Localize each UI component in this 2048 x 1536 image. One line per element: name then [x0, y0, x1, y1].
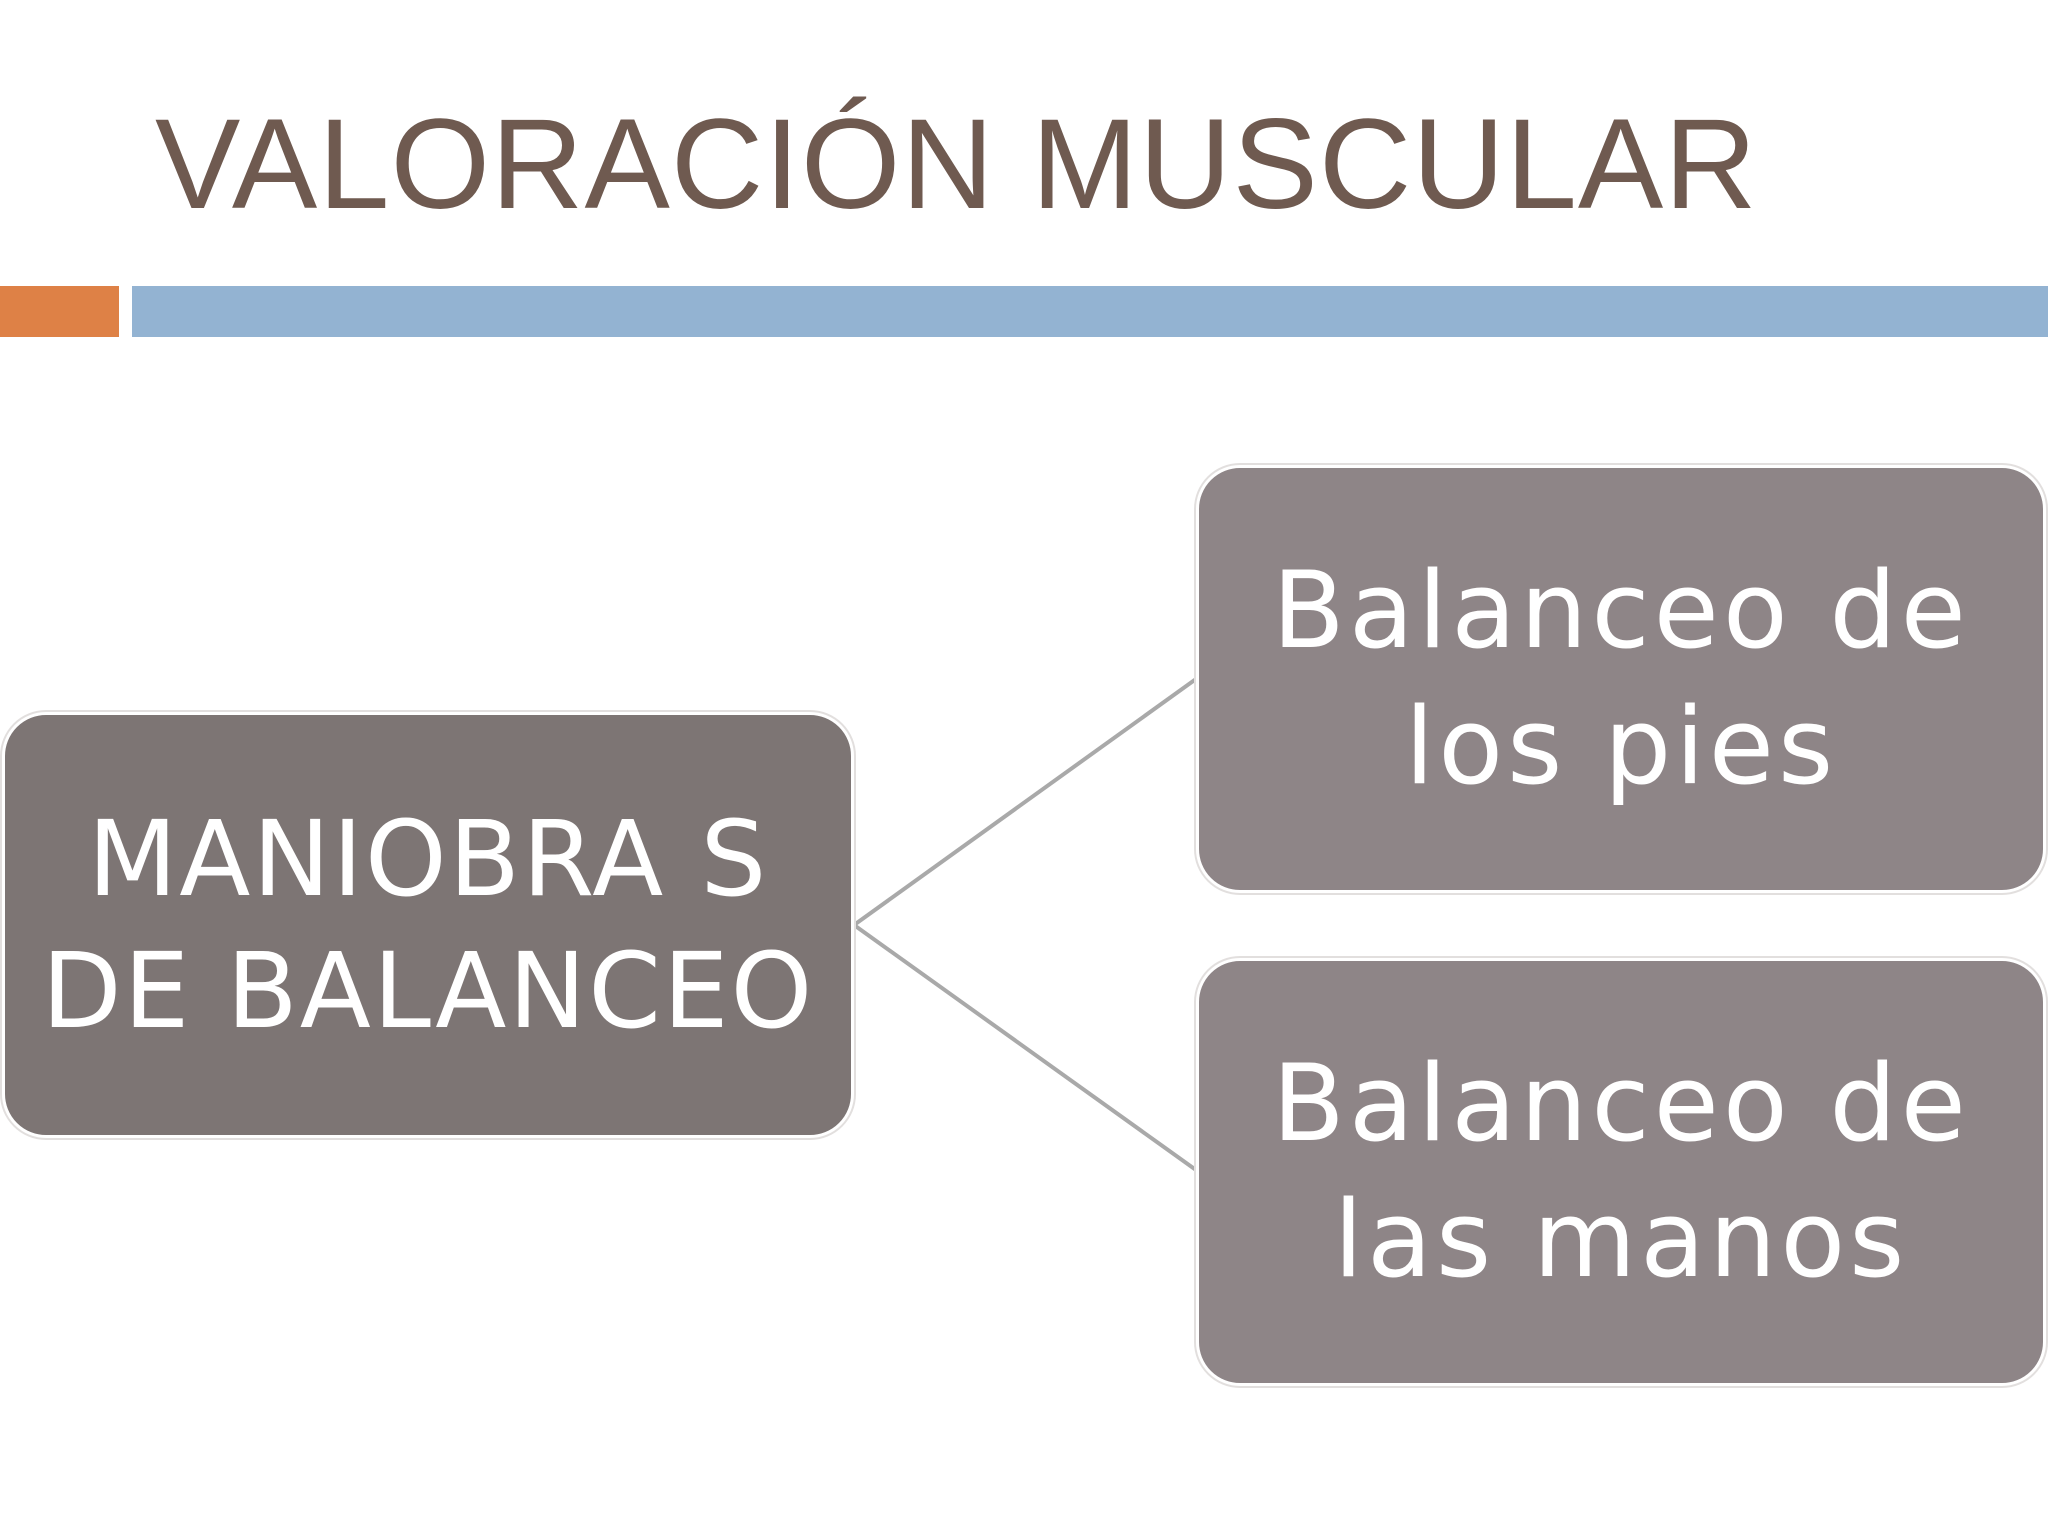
connector-to-top-child: [852, 677, 1198, 927]
child-node-1-line-2: los pies: [1404, 685, 1838, 808]
child-node-2-line-2: las manos: [1333, 1178, 1909, 1301]
child-node-balanceo-manos: Balanceo de las manos: [1196, 958, 2046, 1386]
child-node-1-line-1: Balanceo de: [1272, 549, 1970, 672]
child-node-balanceo-pies: Balanceo de los pies: [1196, 465, 2046, 893]
root-node-line-2: DE BALANCEO: [41, 930, 815, 1052]
root-node-line-1: MANIOBRA S: [87, 798, 769, 920]
root-node-maniobras-de-balanceo: MANIOBRA S DE BALANCEO: [2, 712, 854, 1138]
accent-bar-blue: [132, 286, 2048, 337]
child-node-2-line-1: Balanceo de: [1272, 1042, 1970, 1165]
connector-to-bottom-child: [852, 923, 1198, 1172]
slide-title: VALORACIÓN MUSCULAR: [155, 93, 1758, 236]
accent-bar-orange: [0, 286, 119, 337]
